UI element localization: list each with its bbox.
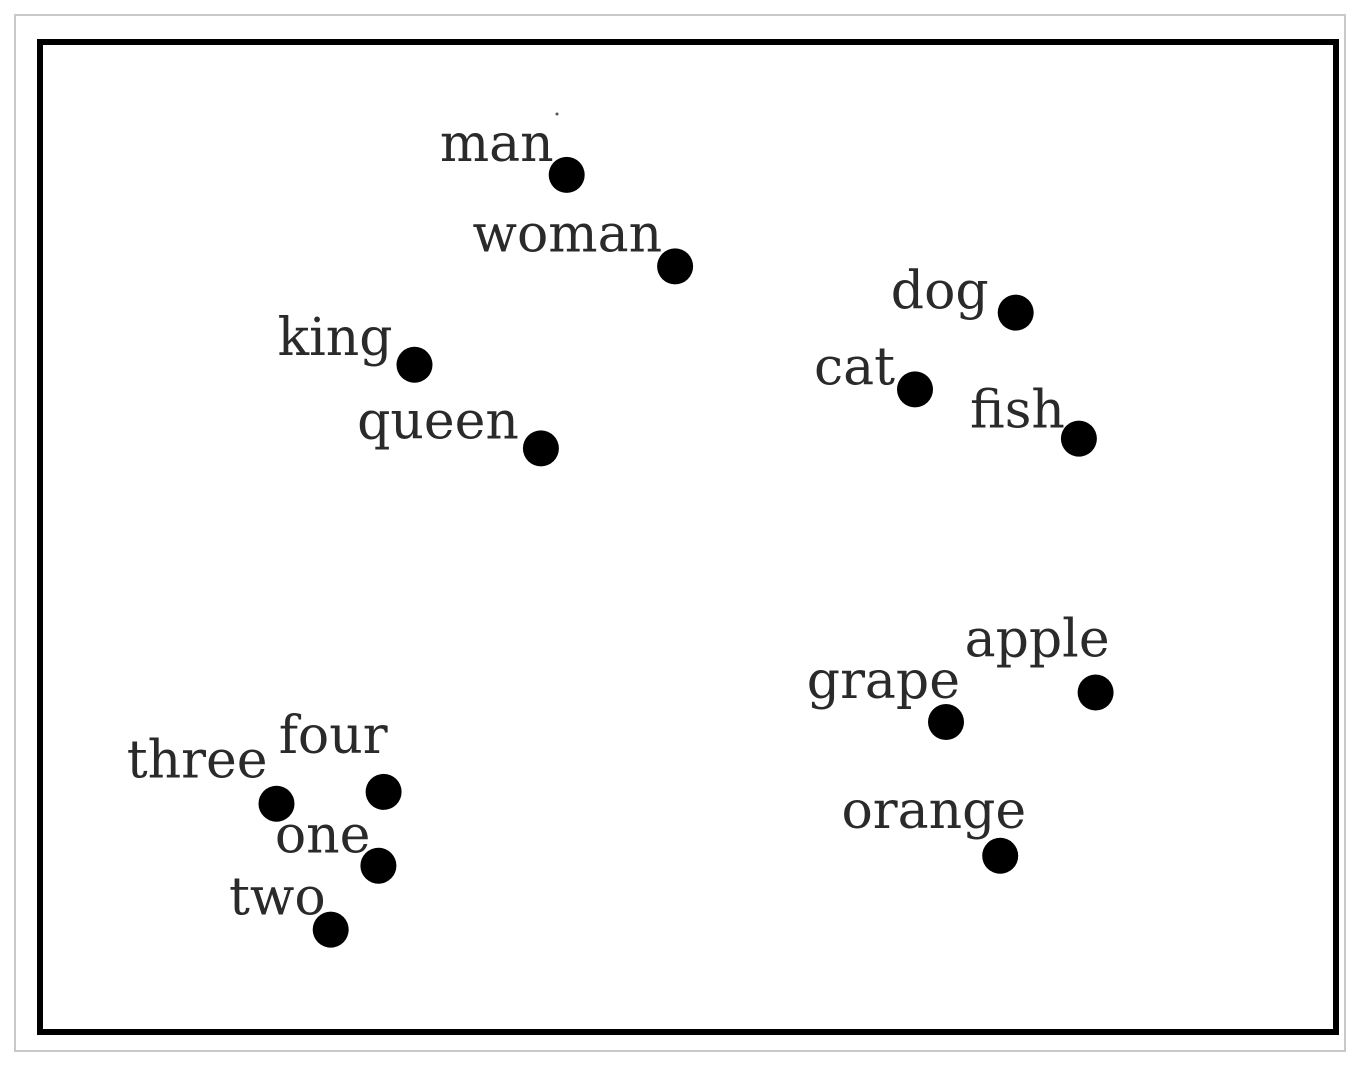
- point-orange: [982, 837, 1019, 874]
- point-grape: [928, 704, 964, 740]
- label-woman: woman: [472, 204, 662, 264]
- point-queen: [522, 430, 559, 467]
- point-four: [365, 773, 402, 810]
- point-woman: [657, 248, 694, 285]
- point-fish: [1060, 420, 1097, 457]
- label-dog: dog: [891, 262, 989, 322]
- label-queen: queen: [357, 391, 519, 451]
- label-cat: cat: [814, 337, 895, 397]
- label-man: man: [440, 114, 554, 174]
- label-four: four: [279, 706, 388, 766]
- label-fish: fish: [970, 381, 1065, 441]
- label-king: king: [278, 308, 393, 368]
- label-two: two: [229, 868, 326, 928]
- point-dog: [997, 294, 1034, 331]
- point-three: [258, 785, 295, 822]
- point-cat: [897, 371, 933, 408]
- label-apple: apple: [965, 610, 1110, 670]
- label-three: three: [127, 731, 268, 791]
- point-two: [312, 911, 349, 948]
- point-man: [548, 156, 585, 193]
- stray-dot: [555, 112, 559, 116]
- label-orange: orange: [841, 781, 1026, 841]
- point-one: [360, 847, 397, 884]
- label-one: one: [275, 806, 371, 866]
- label-grape: grape: [807, 651, 960, 711]
- point-apple: [1077, 674, 1114, 711]
- plot-border: [37, 39, 1339, 1035]
- point-king: [396, 346, 433, 383]
